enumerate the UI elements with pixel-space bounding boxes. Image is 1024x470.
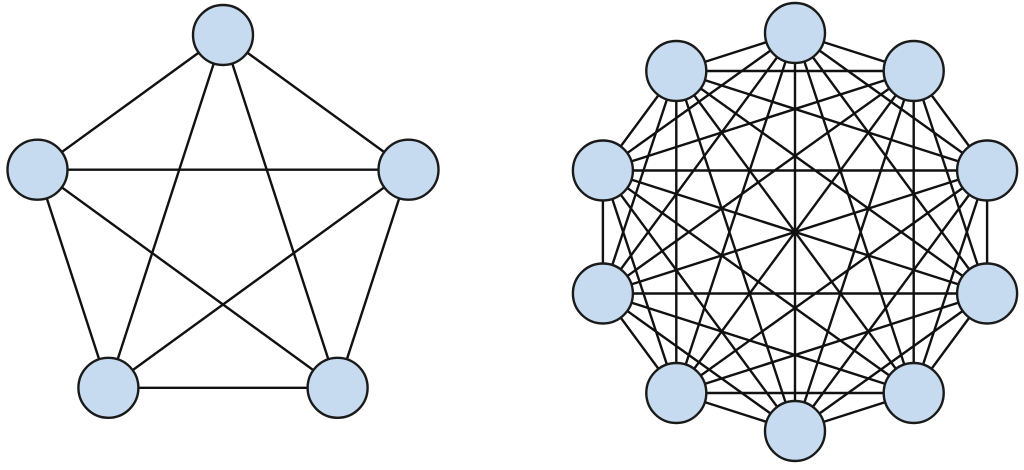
node-complete-graph-10-4 [882,361,945,425]
edge-complete-graph-10-4-9 [675,69,915,395]
edge-complete-graph-5-1-3 [107,168,410,389]
edge-complete-graph-10-0-7 [601,31,797,295]
edge-complete-graph-10-5-9 [675,69,797,433]
edge-complete-graph-5-3-4 [36,168,110,389]
node-complete-graph-10-9 [645,39,708,103]
edge-complete-graph-5-0-4 [36,33,225,171]
node-complete-graph-5-4 [6,138,69,201]
edge-complete-graph-10-5-8 [601,169,797,433]
edge-complete-graph-5-0-3 [107,33,225,389]
complete-graph-10 [571,1,1019,463]
edge-complete-graph-5-2-4 [36,168,339,389]
node-complete-graph-10-0 [763,1,827,65]
edge-complete-graph-10-1-8 [601,69,915,172]
node-complete-graph-10-5 [763,399,827,463]
node-complete-graph-5-3 [77,356,140,419]
node-complete-graph-10-8 [571,139,635,202]
edge-complete-graph-10-2-9 [675,69,989,172]
edge-complete-graph-5-0-1 [221,33,410,171]
node-complete-graph-5-1 [377,138,440,201]
edge-complete-graph-5-0-2 [221,33,339,389]
edge-complete-graph-10-3-9 [675,69,989,295]
edge-complete-graph-10-4-8 [601,169,915,395]
node-complete-graph-5-0 [191,3,255,67]
graph-10-nodes [571,1,1019,463]
edge-complete-graph-10-5-7 [601,292,797,433]
node-complete-graph-10-1 [882,39,945,103]
node-complete-graph-10-3 [955,262,1019,325]
edge-complete-graph-5-1-2 [336,168,410,389]
node-complete-graph-10-7 [571,262,635,325]
graph-5-nodes [6,3,440,419]
node-complete-graph-10-2 [955,139,1019,202]
node-complete-graph-5-2 [306,356,369,419]
graph-5-edges [36,33,410,389]
node-complete-graph-10-6 [645,361,708,425]
edge-complete-graph-10-6-8 [601,169,678,395]
edge-complete-graph-10-4-7 [601,292,915,395]
edge-complete-graph-10-2-5 [793,169,989,433]
complete-graph-5 [6,3,440,419]
edge-complete-graph-10-7-9 [601,69,678,295]
edge-complete-graph-10-0-3 [793,31,989,295]
edge-complete-graph-10-3-6 [675,292,989,395]
